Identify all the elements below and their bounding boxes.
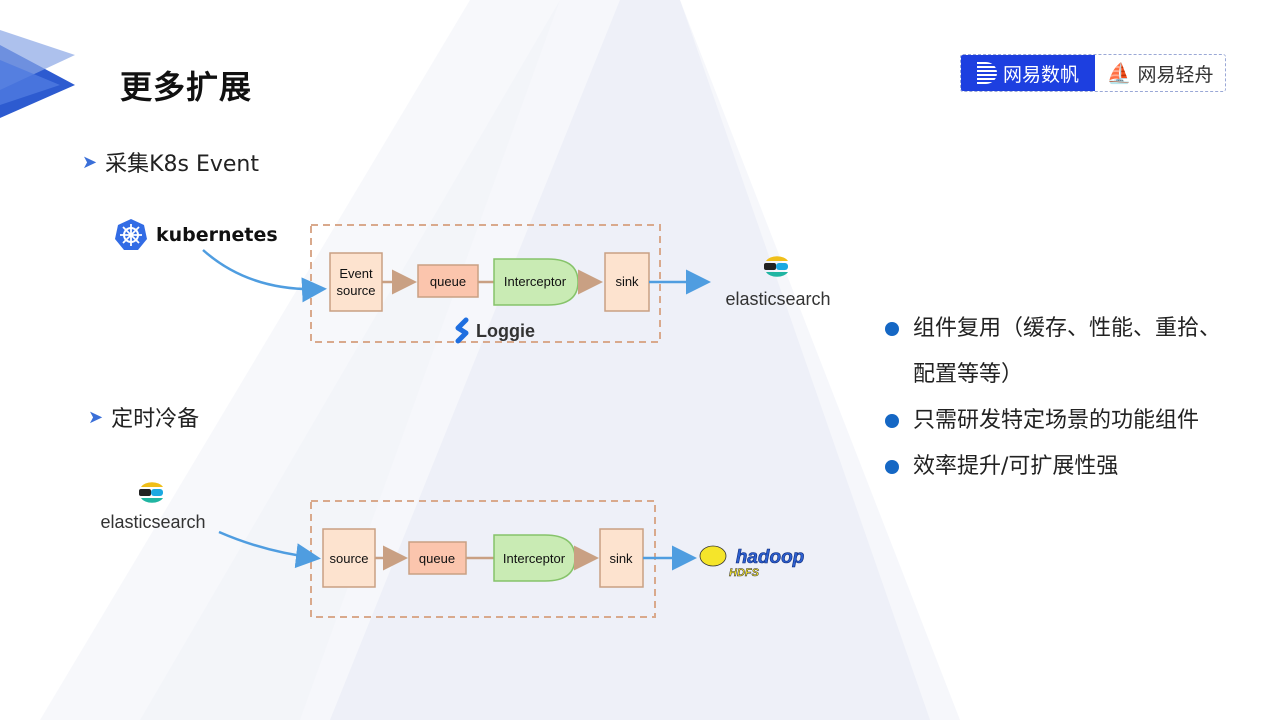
brand-netease-qingzhou: ⛵ 网易轻舟 xyxy=(1095,55,1225,91)
section-heading-k8s: ➤ 采集K8s Event xyxy=(82,146,259,178)
feature-text-continued: 配置等等） xyxy=(913,362,1024,387)
hadoop-hdfs-logo: hadoop HDFS xyxy=(699,545,805,579)
source-label: source xyxy=(329,551,368,566)
shufan-logo-icon xyxy=(976,62,997,84)
brand-netease-shufan: 网易数帆 xyxy=(961,55,1095,91)
loggie-boundary xyxy=(310,224,661,343)
elasticsearch-source-icon xyxy=(139,482,163,503)
brand-left-label: 网易数帆 xyxy=(1002,63,1079,86)
kubernetes-label: kubernetes xyxy=(156,224,278,246)
interceptor-label: Interceptor xyxy=(504,274,567,289)
queue-label-2: queue xyxy=(419,551,455,566)
elasticsearch-icon xyxy=(764,256,788,277)
elasticsearch-source-label: elasticsearch xyxy=(100,512,205,532)
arrow-bullet-icon: ➤ xyxy=(88,406,104,428)
queue-label: queue xyxy=(430,274,466,289)
sink-box xyxy=(604,252,650,312)
bullet-dot-icon xyxy=(885,414,899,428)
sink-label: sink xyxy=(615,274,639,289)
event-source-label-1: Event xyxy=(339,266,373,281)
brand-right-label: 网易轻舟 xyxy=(1137,63,1214,86)
flow-arrow-k8s-to-source xyxy=(202,249,327,303)
sink-label-2: sink xyxy=(609,551,633,566)
event-source-box xyxy=(329,252,383,312)
feature-item: 组件复用（缓存、性能、重拾、 xyxy=(885,306,1221,352)
feature-list: 组件复用（缓存、性能、重拾、 配置等等） 只需研发特定场景的功能组件 效率提升/… xyxy=(885,306,1221,490)
elasticsearch-target-label: elasticsearch xyxy=(725,289,830,309)
queue-box xyxy=(417,264,479,298)
section-heading-text: 采集K8s Event xyxy=(105,152,259,177)
kubernetes-icon xyxy=(115,219,147,250)
hadoop-elephant-icon xyxy=(699,545,727,567)
event-source-label-2: source xyxy=(336,283,375,298)
hadoop-label: hadoop xyxy=(736,547,805,568)
kubernetes-logo: kubernetes xyxy=(114,218,278,252)
bullet-dot-icon xyxy=(885,460,899,474)
section-heading-text: 定时冷备 xyxy=(111,407,200,432)
qingzhou-logo-icon: ⛵ xyxy=(1106,61,1132,85)
page-title: 更多扩展 xyxy=(120,68,253,106)
flow-arrow-es-to-source xyxy=(218,530,321,569)
feature-item: 只需研发特定场景的功能组件 xyxy=(885,398,1221,444)
queue-box-2 xyxy=(408,541,467,575)
arrow-bullet-icon: ➤ xyxy=(82,151,98,173)
sink-box-2 xyxy=(599,528,644,588)
loggie-logo-icon xyxy=(455,317,469,344)
hdfs-label: HDFS xyxy=(729,567,760,579)
section-heading-cold-backup: ➤ 定时冷备 xyxy=(88,401,199,433)
interceptor-label-2: Interceptor xyxy=(503,551,566,566)
feature-text: 效率提升/可扩展性强 xyxy=(913,454,1119,479)
feature-item: 效率提升/可扩展性强 xyxy=(885,444,1221,490)
brand-logos: 网易数帆 ⛵ 网易轻舟 xyxy=(960,54,1226,92)
feature-text: 组件复用（缓存、性能、重拾、 xyxy=(913,316,1222,341)
bullet-dot-icon xyxy=(885,322,899,336)
loggie-label: Loggie xyxy=(476,321,535,341)
feature-text: 只需研发特定场景的功能组件 xyxy=(913,408,1200,433)
